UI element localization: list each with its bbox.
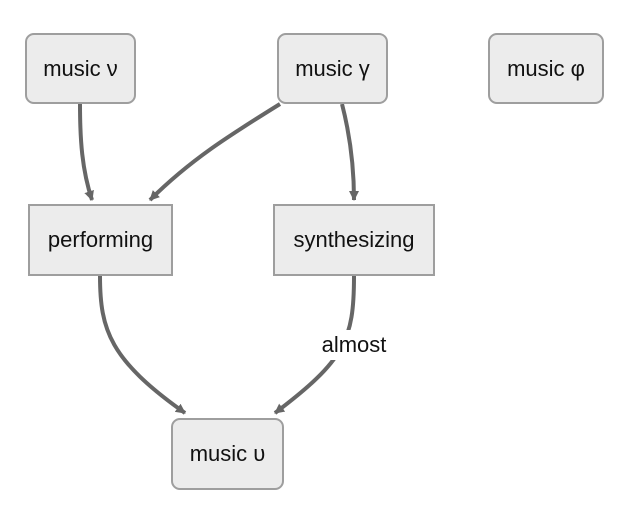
node-music-gamma-label: music γ: [295, 55, 370, 81]
node-music-phi-label: music φ: [507, 55, 585, 81]
edge-label-almost: almost: [312, 330, 396, 360]
node-synthesizing[interactable]: synthesizing: [273, 204, 435, 276]
node-performing-label: performing: [47, 227, 154, 252]
node-synthesizing-label: synthesizing: [293, 227, 415, 252]
node-music-upsilon-label: music υ: [189, 441, 266, 466]
edge-music-nu-to-performing: [78, 103, 94, 201]
edge-music-gamma-to-synthesizing: [340, 103, 359, 201]
node-music-nu[interactable]: music ν: [25, 33, 136, 104]
edge-music-gamma-to-performing: [148, 102, 282, 202]
node-music-upsilon[interactable]: music υ: [171, 418, 284, 490]
node-performing[interactable]: performing: [28, 204, 173, 276]
edge-performing-to-music-upsilon: [98, 275, 187, 415]
node-music-phi[interactable]: music φ: [488, 33, 604, 104]
node-music-gamma[interactable]: music γ: [277, 33, 388, 104]
node-music-nu-label: music ν: [43, 55, 118, 81]
